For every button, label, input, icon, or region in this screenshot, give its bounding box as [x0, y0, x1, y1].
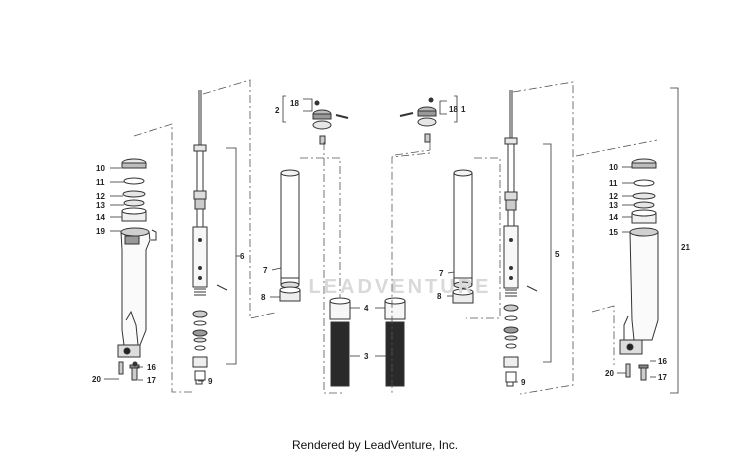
callout-16-left: 16	[147, 363, 156, 372]
callout-14-left: 14	[96, 213, 105, 222]
right-spacer-and-boot	[384, 297, 406, 387]
left-spacer-and-boot	[329, 297, 351, 387]
callout-13-right: 13	[609, 201, 618, 210]
callout-16-right: 16	[658, 357, 667, 366]
callout-17-right: 17	[658, 373, 667, 382]
callout-7-right: 7	[439, 269, 444, 278]
callout-19: 19	[96, 227, 105, 236]
footer-credit: Rendered by LeadVenture, Inc.	[291, 438, 459, 452]
callout-13-left: 13	[96, 201, 105, 210]
callout-15: 15	[609, 228, 618, 237]
left-damper-rod-assembly	[192, 90, 228, 385]
callout-2: 2	[275, 106, 280, 115]
right-outer-tube-assembly	[619, 158, 659, 381]
callout-12-left: 12	[96, 192, 105, 201]
right-damper-rod-assembly	[503, 90, 538, 387]
callout-1: 1	[461, 105, 466, 114]
callout-21: 21	[681, 243, 690, 252]
callout-18-left: 18	[290, 99, 299, 108]
right-inner-tube	[452, 169, 474, 304]
left-top-cap-assembly	[312, 100, 349, 145]
right-top-cap-assembly	[399, 97, 437, 143]
callout-6: 6	[240, 252, 245, 261]
callout-17-left: 17	[147, 376, 156, 385]
callout-10-left: 10	[96, 164, 105, 173]
callout-20-right: 20	[605, 369, 614, 378]
callout-12-right: 12	[609, 192, 618, 201]
callout-8-left: 8	[261, 293, 266, 302]
callout-10-right: 10	[609, 163, 618, 172]
callout-11-left: 11	[96, 178, 105, 187]
callout-9-left: 9	[208, 377, 213, 386]
callout-5: 5	[555, 250, 560, 259]
watermark: LEADVENTURE	[308, 276, 492, 298]
callout-labels: 10 11 12 13 14 19 20 16 17 9 6 2 18 18 1…	[92, 99, 690, 387]
left-outer-tube-assembly	[117, 158, 157, 381]
callout-20-left: 20	[92, 375, 101, 384]
callout-11-right: 11	[609, 179, 618, 188]
callout-9-right: 9	[521, 378, 526, 387]
callout-14-right: 14	[609, 213, 618, 222]
bracket-lines	[104, 87, 679, 394]
callout-7-left: 7	[263, 266, 268, 275]
left-inner-tube	[279, 169, 301, 302]
callout-4: 4	[364, 304, 369, 313]
callout-8-right: 8	[437, 292, 442, 301]
dashed-group-lines	[133, 79, 658, 395]
callout-18-right: 18	[449, 105, 458, 114]
callout-3: 3	[364, 352, 369, 361]
